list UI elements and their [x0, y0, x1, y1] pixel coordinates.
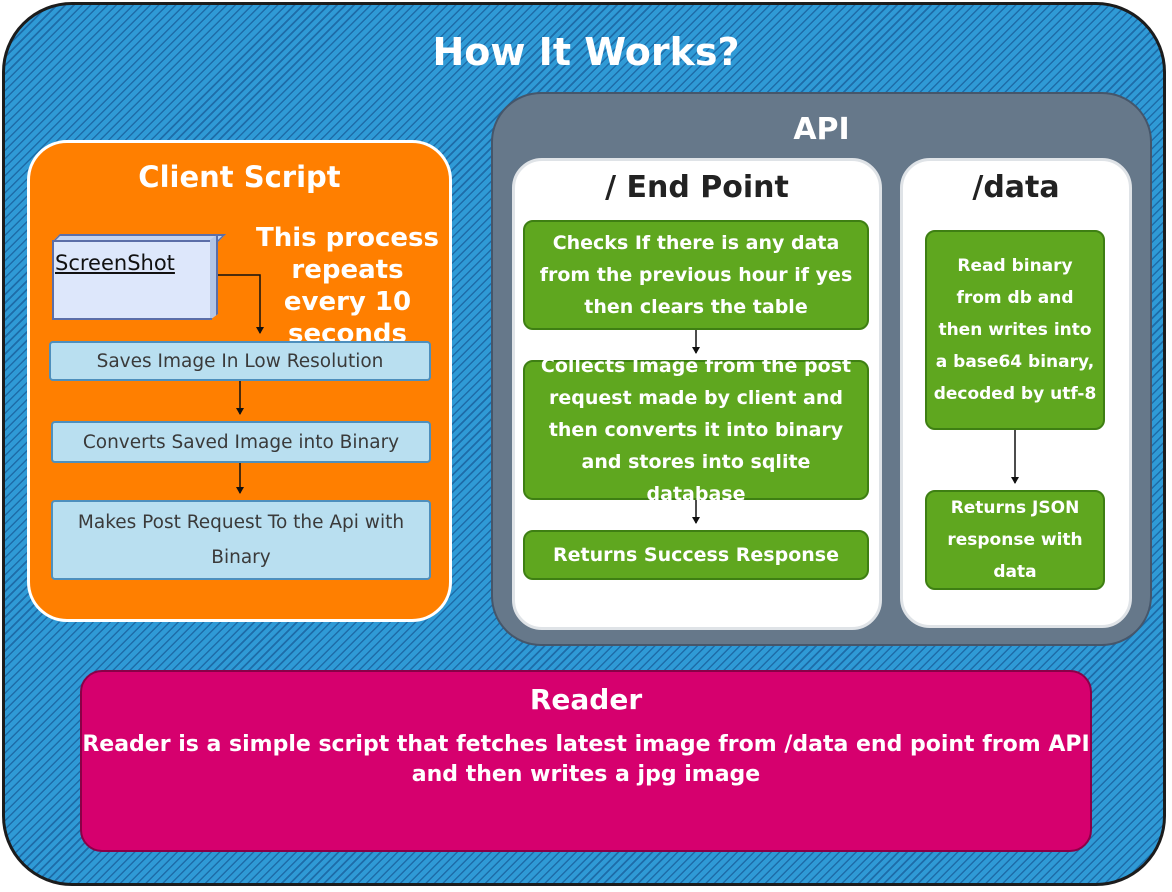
- client-script-title: Client Script: [138, 160, 341, 194]
- endpoint-step-clear-table: Checks If there is any data from the pre…: [523, 220, 869, 330]
- reader-container: [80, 670, 1092, 852]
- endpoint-step-success-response: Returns Success Response: [523, 530, 869, 580]
- screenshot-node-front-face: [52, 240, 212, 320]
- data-endpoint-title: /data: [972, 170, 1060, 205]
- repeat-note: This process repeats every 10 seconds: [256, 223, 439, 349]
- screenshot-label: ScreenShot: [55, 251, 175, 275]
- client-step-convert-binary: Converts Saved Image into Binary: [51, 421, 431, 463]
- endpoint-title: / End Point: [605, 170, 789, 205]
- reader-description: Reader is a simple script that fetches l…: [82, 732, 1090, 787]
- client-step-post-request: Makes Post Request To the Api with Binar…: [51, 500, 431, 580]
- screenshot-node-side-face: [210, 234, 218, 320]
- reader-title: Reader: [529, 683, 643, 716]
- endpoint-step-store-image: Collects Image from the post request mad…: [523, 355, 869, 505]
- api-title: API: [793, 112, 850, 147]
- data-step-return-json: Returns JSON response with data: [925, 490, 1105, 590]
- client-step-save-image: Saves Image In Low Resolution: [49, 341, 431, 381]
- diagram-title: How It Works?: [432, 30, 740, 74]
- data-step-read-binary: Read binary from db and then writes into…: [925, 230, 1105, 430]
